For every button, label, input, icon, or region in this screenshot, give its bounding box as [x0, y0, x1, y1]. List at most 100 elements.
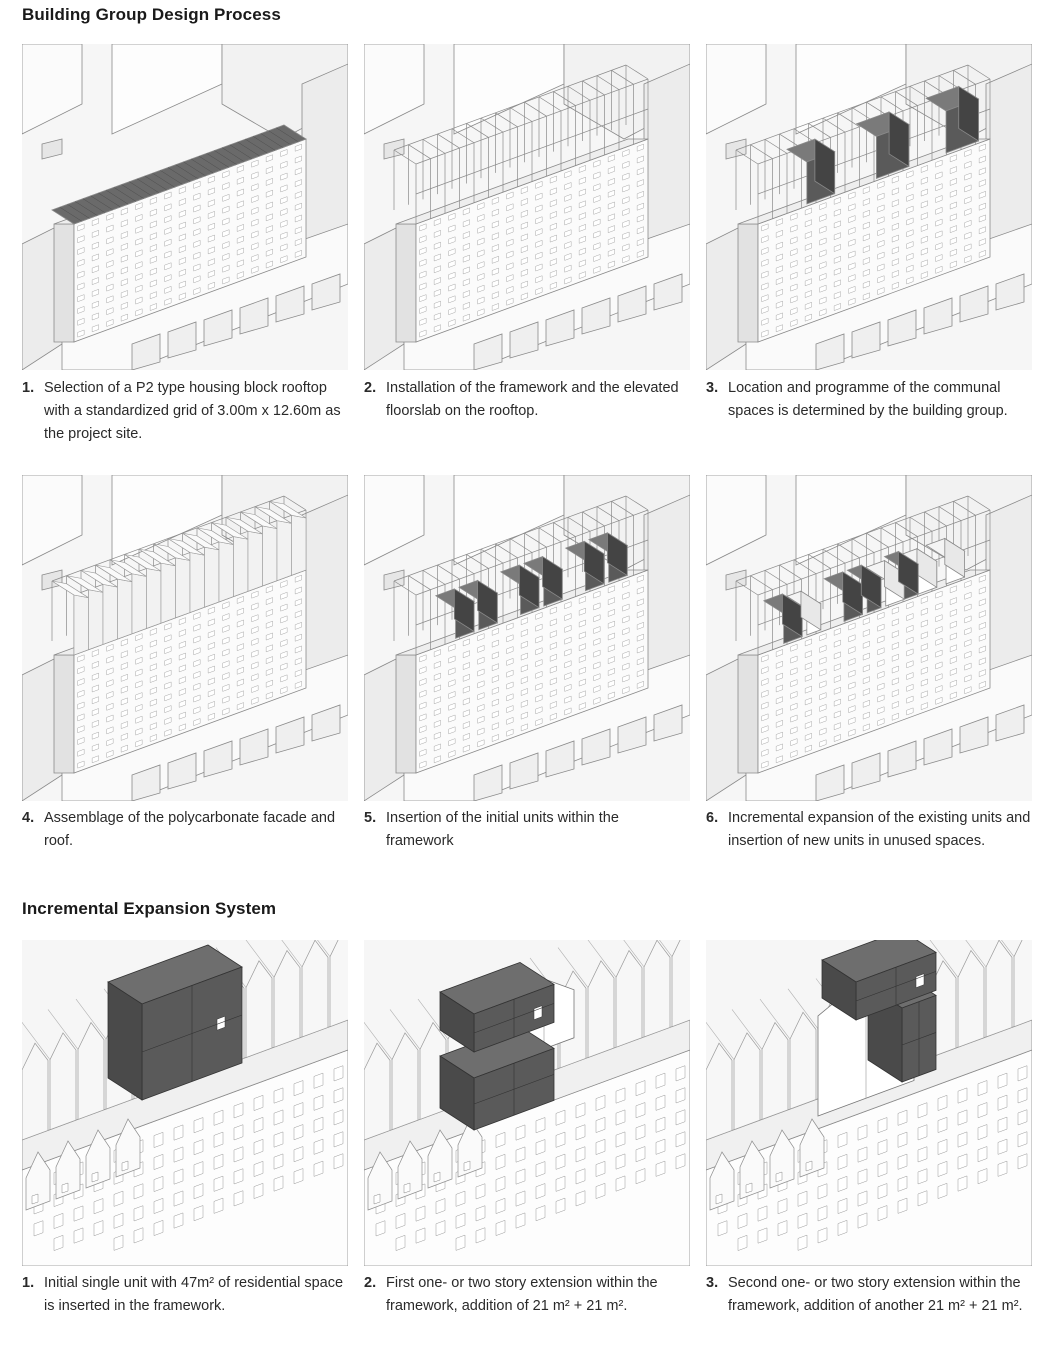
window [848, 215, 856, 224]
window [891, 606, 899, 615]
roof-grid-line [98, 192, 121, 208]
polycarbonate-roof [80, 570, 118, 588]
window [564, 205, 572, 214]
window [77, 689, 85, 698]
framework-purlin [364, 1021, 393, 1060]
framework-bay [615, 949, 643, 1048]
window [135, 668, 143, 677]
window [265, 213, 273, 222]
window [819, 308, 827, 317]
window [775, 660, 783, 669]
window [978, 202, 986, 211]
window [804, 744, 812, 753]
window [91, 696, 99, 705]
window [804, 697, 812, 706]
framework-bay [789, 1011, 817, 1110]
roof-grid-line [59, 206, 82, 222]
window [433, 743, 441, 752]
window [294, 645, 302, 654]
window [862, 664, 870, 673]
window [877, 228, 885, 236]
window [964, 184, 972, 193]
window [164, 203, 172, 212]
window [920, 212, 928, 221]
window [891, 199, 899, 208]
window [819, 261, 827, 270]
house-unit [769, 1129, 795, 1189]
window [120, 744, 128, 753]
window [135, 237, 143, 246]
roof-grid-line [67, 204, 90, 219]
window [877, 1205, 888, 1222]
window [917, 1124, 928, 1141]
window [419, 270, 427, 279]
window [280, 627, 288, 636]
window [819, 680, 827, 689]
window [491, 722, 499, 731]
window [761, 247, 769, 255]
window [135, 727, 143, 736]
unit-window [533, 1005, 543, 1021]
window [622, 674, 630, 683]
window [937, 1094, 948, 1111]
window [419, 713, 427, 722]
storefront [995, 273, 1025, 311]
framework-beam [582, 511, 605, 527]
diagram-step-6 [706, 475, 1032, 801]
window [555, 1175, 566, 1192]
window [164, 657, 172, 666]
window [477, 237, 485, 246]
storefront [617, 285, 647, 323]
window [91, 265, 99, 274]
window [837, 1153, 848, 1170]
window [491, 232, 499, 241]
window [819, 727, 827, 736]
window [535, 694, 543, 703]
unit-window [915, 973, 925, 989]
window [949, 189, 957, 198]
window [857, 1190, 868, 1207]
framework-bay [985, 940, 1013, 1038]
window [419, 258, 427, 267]
window [251, 171, 259, 180]
window [862, 688, 870, 696]
window [106, 726, 114, 735]
window [891, 677, 899, 686]
window [804, 207, 812, 216]
storefront [203, 740, 233, 778]
window [433, 708, 441, 716]
window [920, 224, 928, 232]
caption-step-5: 5. Insertion of the initial units within… [364, 807, 690, 853]
window [937, 1116, 948, 1133]
window [520, 723, 528, 732]
window [920, 655, 928, 663]
window [535, 216, 543, 225]
window [549, 677, 557, 686]
window [549, 653, 557, 662]
window [462, 266, 470, 275]
framework-beam [408, 144, 431, 159]
window [462, 721, 470, 729]
window [964, 231, 972, 240]
window [477, 715, 485, 724]
framework-bay [301, 940, 329, 1038]
window [906, 241, 914, 249]
window [236, 666, 244, 675]
window [294, 155, 302, 164]
window [506, 622, 514, 631]
window [578, 200, 586, 209]
window [294, 238, 302, 247]
window [775, 755, 783, 764]
window [957, 1153, 968, 1170]
window [462, 732, 470, 741]
window [193, 682, 201, 691]
context-building [383, 569, 405, 591]
window [475, 1227, 486, 1244]
window [622, 591, 630, 600]
window [593, 602, 601, 611]
window [448, 307, 456, 316]
diagram-step-5 [364, 475, 690, 801]
window [977, 1124, 988, 1141]
window [607, 656, 615, 665]
house-unit [25, 1151, 51, 1211]
